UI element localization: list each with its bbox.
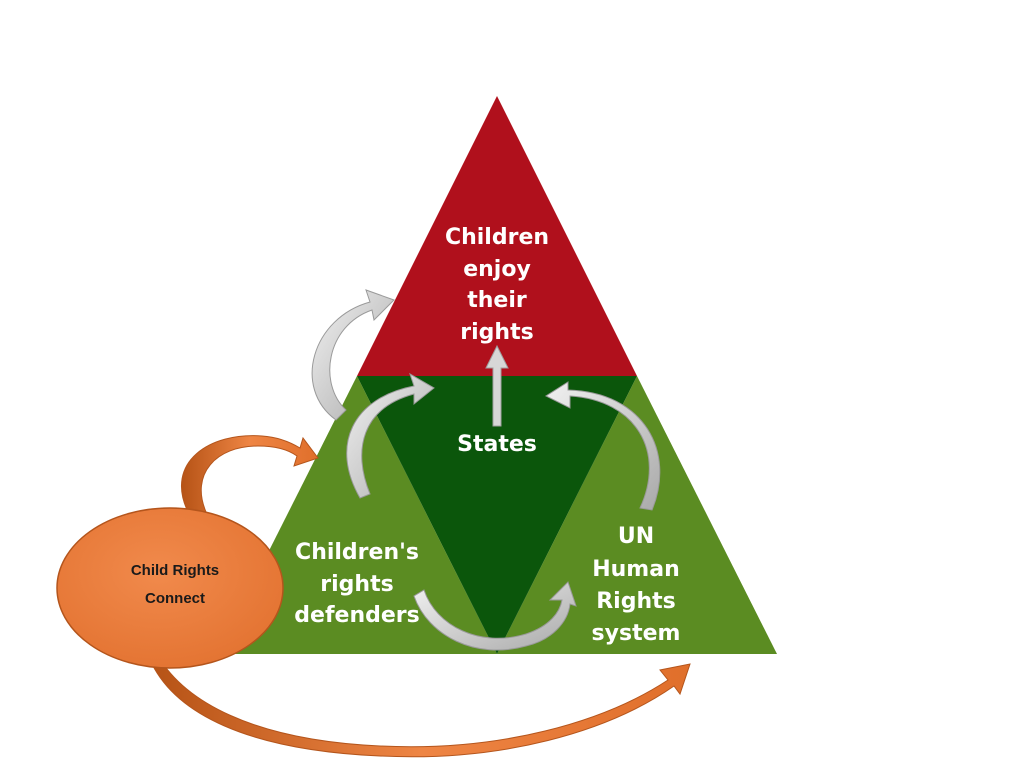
right-label-line: Human	[592, 557, 680, 582]
apex-label-line: their	[467, 288, 527, 313]
actor-label-line: Child Rights	[131, 562, 219, 579]
left-base-triangle	[217, 376, 497, 654]
apex-label-line: rights	[460, 320, 533, 345]
actor-label: Child Rights Connect	[131, 562, 219, 607]
center-inverted-triangle	[357, 376, 637, 654]
apex-label-line: Children	[445, 225, 549, 250]
curved-arrow-icon	[181, 435, 319, 513]
apex-label-line: enjoy	[463, 257, 531, 282]
curved-arrow-icon	[413, 581, 577, 651]
curved-arrow-icon	[151, 655, 691, 758]
right-label-line: system	[592, 621, 681, 646]
apex-label: Children enjoy their rights	[445, 225, 549, 345]
left-label: Children's rights defenders	[294, 540, 419, 628]
curved-arrow-icon	[544, 381, 661, 511]
left-label-line: rights	[320, 572, 393, 597]
apex-triangle	[357, 96, 637, 376]
gray-cycle-arrows	[311, 289, 661, 651]
right-label-line: UN	[618, 524, 654, 549]
center-label: States	[457, 432, 537, 457]
up-arrow-icon	[485, 344, 509, 427]
actor-label-line: Connect	[145, 590, 205, 607]
child-rights-connect-ellipse	[56, 507, 284, 669]
curved-arrow-icon	[311, 289, 395, 421]
curved-arrow-icon	[346, 372, 435, 499]
left-label-line: Children's	[295, 540, 419, 565]
right-label-line: Rights	[596, 589, 676, 614]
center-label-line: States	[457, 432, 537, 457]
left-label-line: defenders	[294, 603, 419, 628]
orange-arrows	[151, 435, 691, 758]
right-label: UN Human Rights system	[592, 524, 681, 646]
